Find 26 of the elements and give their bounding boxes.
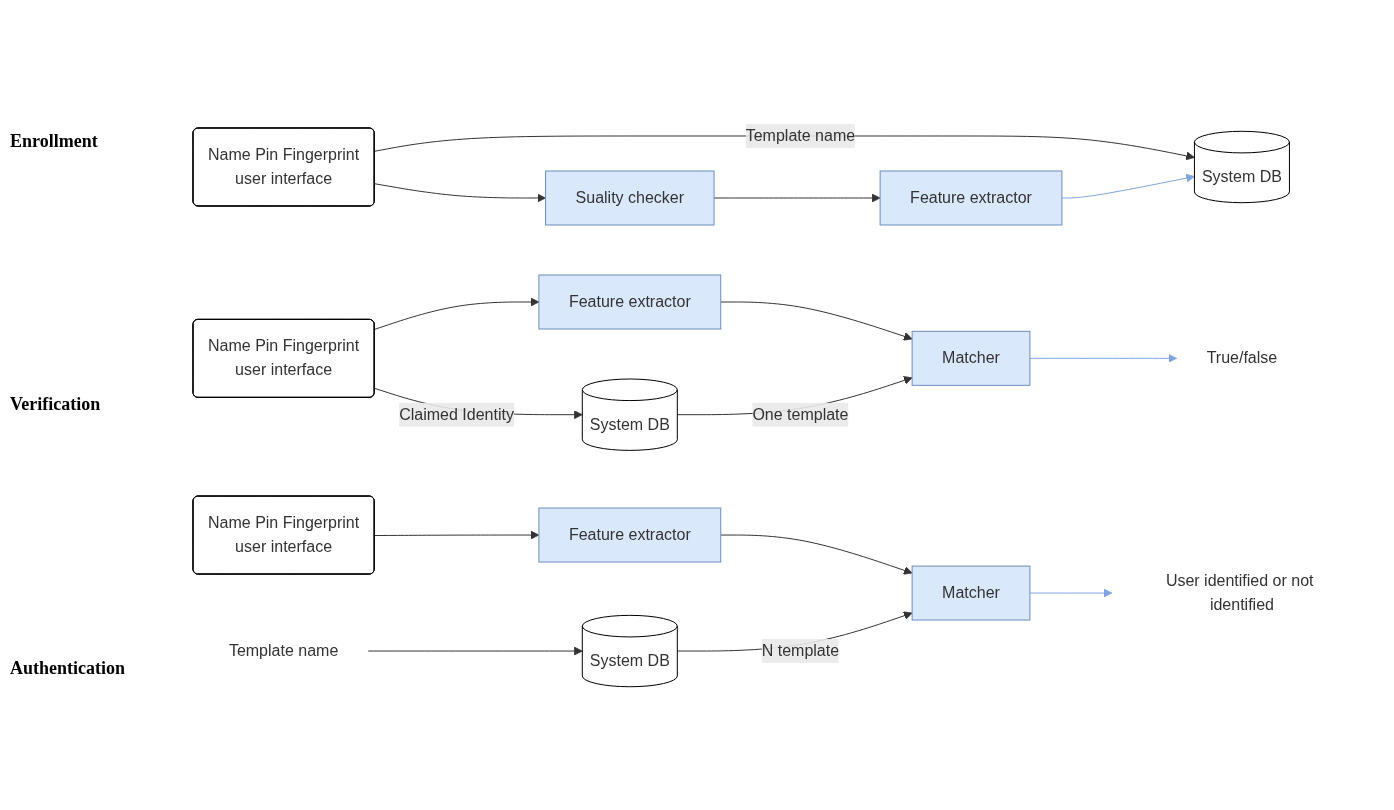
arrow — [719, 534, 913, 575]
arrow — [713, 193, 881, 202]
node-box: Feature extractor — [537, 507, 721, 563]
node-text: User identified or not identified — [1165, 571, 1314, 613]
node-box: Feature extractor — [537, 274, 721, 330]
arrow — [373, 182, 546, 202]
edge-label: Template name — [745, 126, 855, 144]
node-box: Matcher — [911, 330, 1030, 386]
section-heading: Enrollment — [10, 131, 99, 153]
node-text: Template name — [228, 641, 338, 659]
node-box: Feature extractor — [879, 170, 1062, 226]
arrow — [373, 530, 539, 540]
node-box: Matcher — [911, 565, 1030, 621]
arrow — [1028, 353, 1177, 363]
arrow — [719, 301, 913, 341]
arrow — [367, 646, 583, 656]
node-box: Suality checker — [544, 170, 715, 226]
edge-label: N template — [761, 641, 839, 659]
node-text: True/false — [1206, 348, 1277, 366]
arrow — [1060, 173, 1195, 199]
arrow — [1028, 588, 1112, 598]
section-heading: Verification — [10, 394, 102, 416]
section-heading: Authentication — [10, 657, 126, 679]
edge-label: Claimed Identity — [398, 405, 514, 423]
edge-label: One template — [751, 405, 848, 423]
arrow — [373, 297, 539, 330]
